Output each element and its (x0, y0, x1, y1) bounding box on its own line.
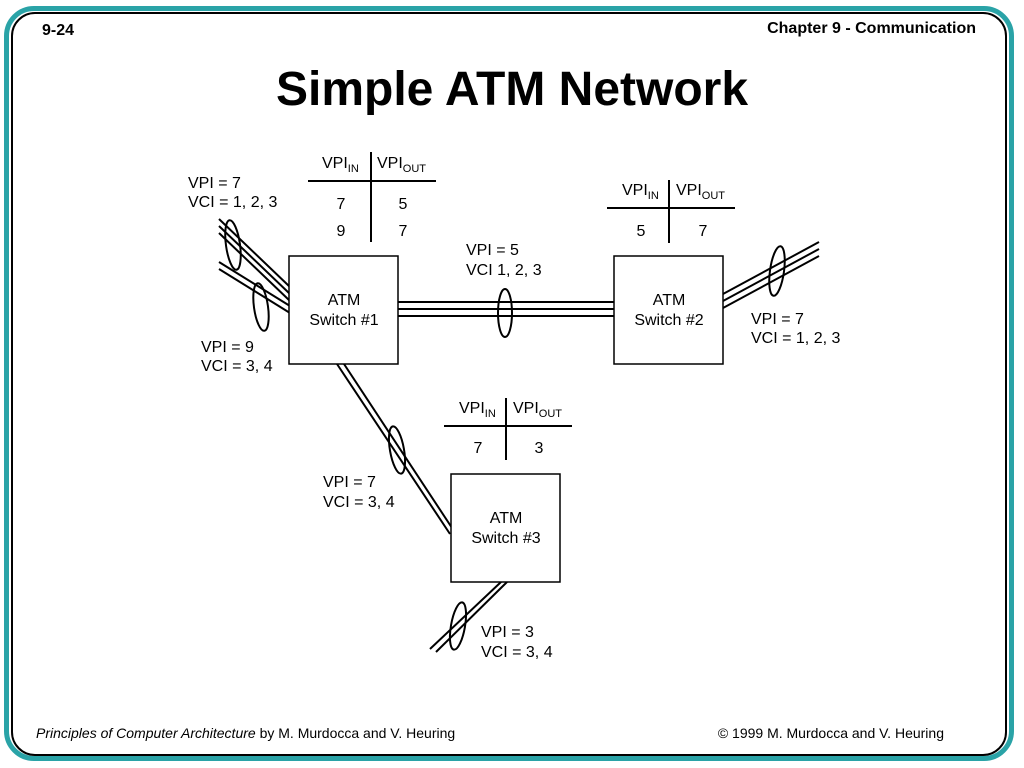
footer-credit: Principles of Computer Architecture by M… (36, 725, 455, 741)
virtual-path-ellipse (768, 245, 786, 297)
table-cell: 5 (399, 196, 408, 213)
switch-label: ATM (653, 292, 686, 309)
slide-border-outer (4, 6, 1014, 761)
link-label-vpi: VPI = 7 (751, 311, 804, 328)
chapter-title: Chapter 9 - Communication (767, 20, 976, 37)
link-label-vpi: VPI = 7 (323, 474, 376, 491)
table-header-vpi-in: VPIIN (459, 400, 496, 420)
link-label-vpi: VPI = 9 (201, 339, 254, 356)
link-label-vpi: VPI = 3 (481, 624, 534, 641)
atm-switch-2: ATM Switch #2 (613, 255, 724, 365)
routing-table-switch-2: VPIIN VPIOUT 5 7 (607, 180, 735, 243)
link-label-vci: VCI = 3, 4 (481, 644, 553, 661)
footer-copyright: © 1999 M. Murdocca and V. Heuring (717, 725, 944, 741)
virtual-path-ellipse (387, 425, 407, 475)
table-header-vpi-out: VPIOUT (377, 155, 426, 175)
link-label-vci: VCI = 1, 2, 3 (751, 330, 840, 347)
table-cell: 3 (535, 440, 544, 457)
table-cell: 9 (337, 223, 346, 240)
link-upper-left-into-switch-1 (218, 218, 291, 302)
table-header-vpi-out: VPIOUT (513, 400, 562, 420)
link-label-vci: VCI 1, 2, 3 (466, 262, 542, 279)
table-cell: 7 (699, 223, 708, 240)
virtual-path-ellipse (224, 219, 242, 271)
switch-label: ATM (328, 292, 361, 309)
atm-switch-1: ATM Switch #1 (288, 255, 399, 365)
link-label-vpi: VPI = 7 (188, 175, 241, 192)
link-switch-1-to-switch-2 (398, 301, 614, 317)
slide-border-inner (11, 12, 1007, 756)
table-cell: 7 (474, 440, 483, 457)
table-cell: 7 (399, 223, 408, 240)
switch-label: Switch #3 (471, 530, 540, 547)
switch-label: Switch #1 (309, 312, 378, 329)
link-label-vci: VCI = 3, 4 (201, 358, 273, 375)
link-switch-1-to-switch-3 (336, 363, 457, 535)
link-switch-3-to-bottom (429, 581, 508, 653)
book-title: Principles of Computer Architecture (36, 725, 256, 741)
routing-table-switch-1: VPIIN VPIOUT 7 5 9 7 (308, 152, 436, 242)
virtual-path-ellipse (252, 282, 270, 332)
switch-box (450, 473, 561, 583)
switch-box (288, 255, 399, 365)
table-header-vpi-in: VPIIN (322, 155, 359, 175)
link-label-vci: VCI = 3, 4 (323, 494, 395, 511)
link-label-vci: VCI = 1, 2, 3 (188, 194, 277, 211)
table-header-vpi-in: VPIIN (622, 182, 659, 202)
switch-label: ATM (490, 510, 523, 527)
switch-label: Switch #2 (634, 312, 703, 329)
table-header-vpi-out: VPIOUT (676, 182, 725, 202)
table-cell: 5 (637, 223, 646, 240)
switch-box (613, 255, 724, 365)
table-cell: 7 (337, 196, 346, 213)
slide-number: 9-24 (42, 22, 75, 39)
routing-table-switch-3: VPIIN VPIOUT 7 3 (444, 398, 572, 460)
footer-authors: by M. Murdocca and V. Heuring (255, 725, 456, 741)
link-label-vpi: VPI = 5 (466, 242, 519, 259)
atm-switch-3: ATM Switch #3 (450, 473, 561, 583)
link-switch-2-to-right (722, 241, 820, 309)
slide-title: Simple ATM Network (275, 63, 749, 116)
virtual-path-ellipse (448, 601, 468, 651)
virtual-path-ellipse (497, 288, 513, 338)
